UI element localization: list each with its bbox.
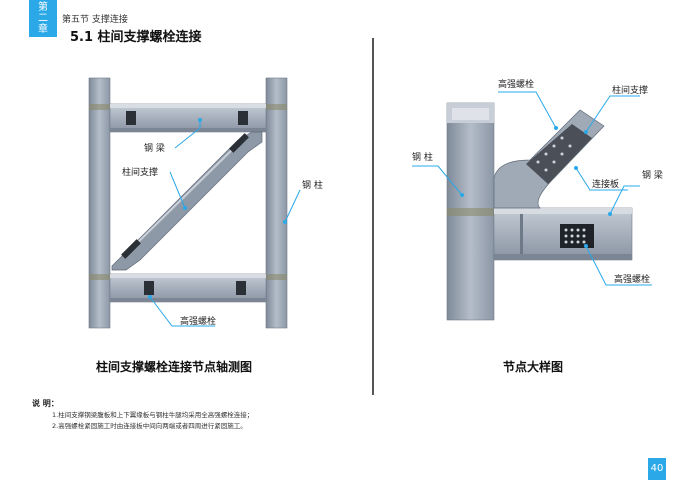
chapter-char: 章: [38, 24, 48, 35]
callout-lines-right: [412, 91, 652, 286]
label-brace: 柱间支撑: [122, 166, 158, 178]
callout-lines: [149, 120, 301, 327]
left-column: [88, 77, 111, 329]
section-label: 第五节 支撑连接: [62, 15, 128, 25]
chapter-char: 第: [38, 2, 48, 13]
note-item: 2.高强螺栓紧固施工时由连接板中间向两端或者四周进行紧固施工。: [52, 422, 247, 430]
label-bolts: 高强螺栓: [180, 315, 216, 327]
label-bolts-bottom: 高强螺栓: [614, 273, 650, 285]
connection-plate: [526, 124, 592, 184]
chapter-char: 二: [38, 13, 48, 24]
notes-title: 说 明：: [32, 399, 59, 408]
label-beam: 钢 梁: [144, 142, 165, 154]
right-detail-diagram: 高强螺栓 柱间支撑 钢 柱 连接板 钢 梁 高强螺栓: [412, 78, 663, 321]
page-title: 5.1 柱间支撑螺栓连接: [70, 30, 202, 45]
left-frame-diagram: 钢 梁 柱间支撑 钢 柱 高强螺栓: [88, 77, 323, 329]
left-caption: 柱间支撑螺栓连接节点轴测图: [96, 360, 253, 374]
diagonal-brace: [111, 131, 263, 271]
label-brace-right: 柱间支撑: [612, 84, 648, 96]
note-item: 1.柱间支撑钢梁腹板和上下翼缘板与钢柱牛腿均采用全高强螺栓连接；: [52, 411, 254, 419]
label-plate: 连接板: [592, 178, 619, 190]
right-caption: 节点大样图: [503, 360, 564, 374]
chapter-tab: 第 二 章: [29, 0, 57, 37]
label-column: 钢 柱: [302, 179, 323, 191]
label-beam-right: 钢 梁: [642, 169, 663, 181]
label-bolts-top: 高强螺栓: [498, 78, 534, 90]
right-column: [265, 77, 288, 329]
notes-list: 1.柱间支撑钢梁腹板和上下翼缘板与钢柱牛腿均采用全高强螺栓连接； 2.高强螺栓紧…: [52, 410, 253, 432]
page-number: 40: [648, 458, 666, 480]
bolt-group: [121, 111, 249, 295]
label-column-right: 钢 柱: [412, 151, 433, 163]
vertical-divider: [372, 38, 374, 395]
